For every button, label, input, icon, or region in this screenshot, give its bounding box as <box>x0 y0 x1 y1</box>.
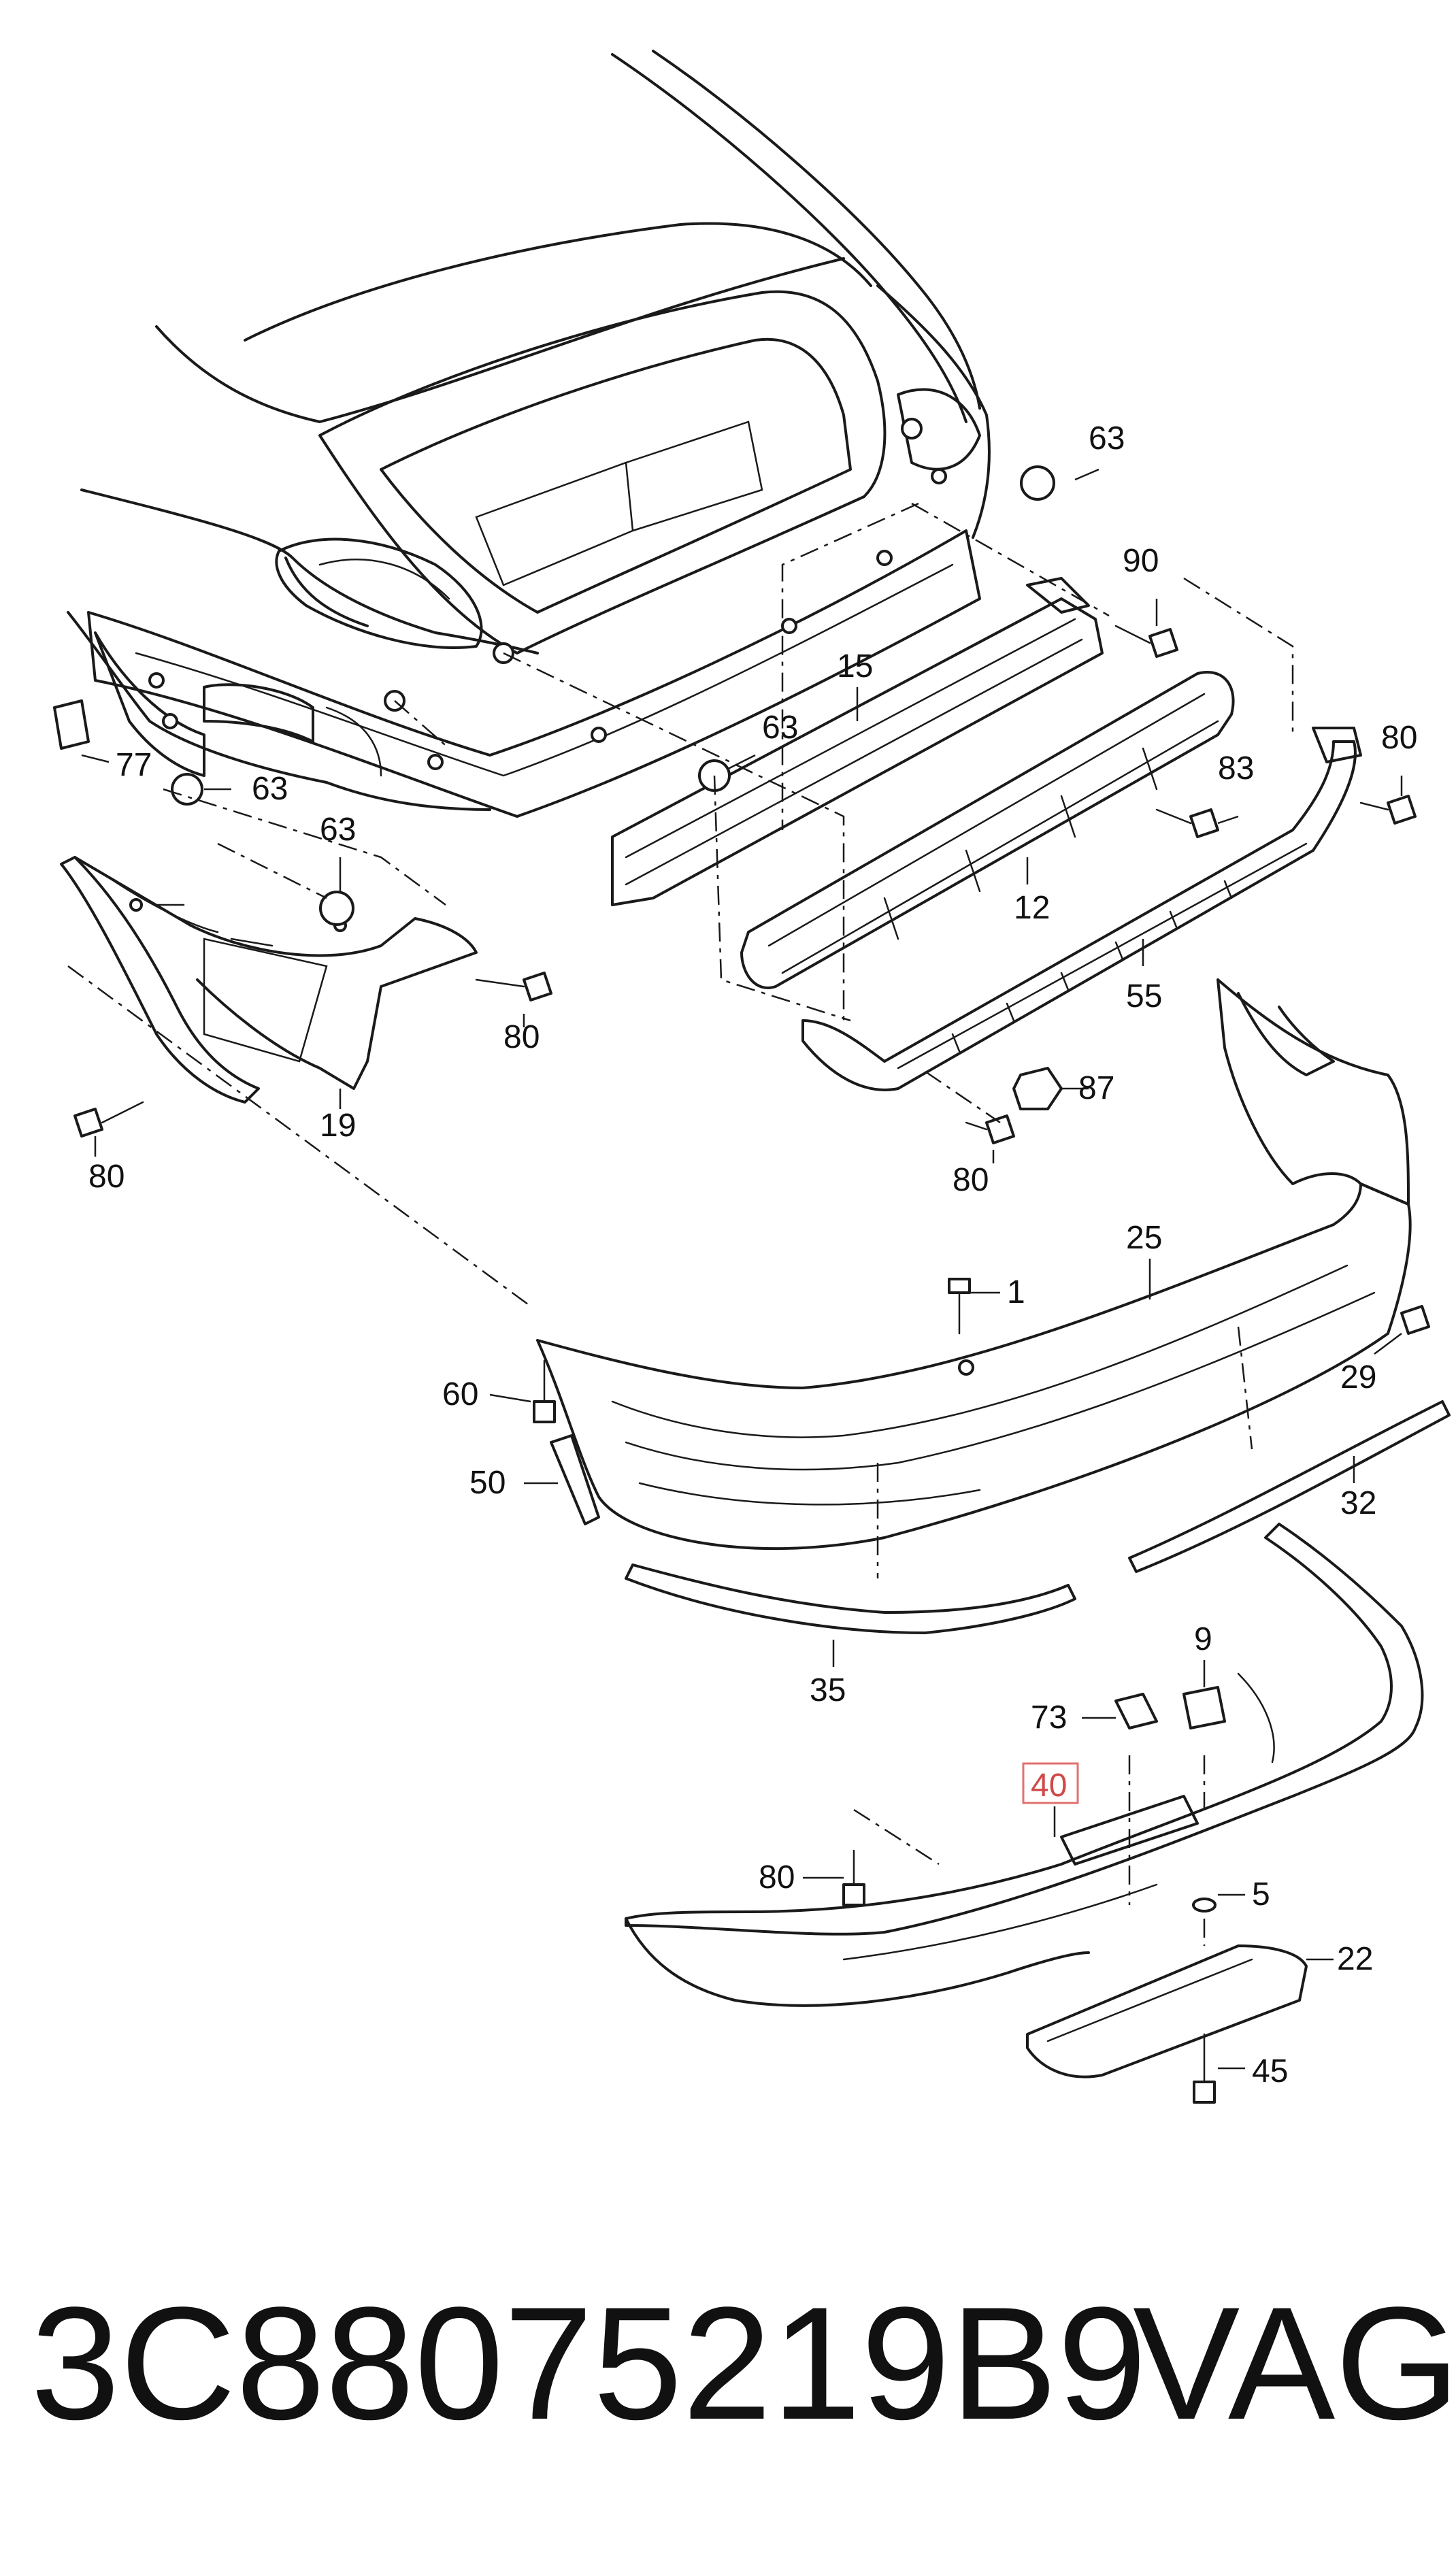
part-label-55: 55 <box>1126 978 1162 1014</box>
trim-strip-35 <box>625 1563 1076 1634</box>
part-label-5: 5 <box>1252 1876 1270 1912</box>
fasteners <box>53 465 1430 2104</box>
highlight-box <box>1022 1762 1079 1804</box>
part-label-80: 80 <box>953 1162 989 1198</box>
rear-diffuser-40 <box>625 1523 1424 2007</box>
part-label-9: 9 <box>1194 1621 1212 1657</box>
part-label-32: 32 <box>1340 1485 1376 1521</box>
part-label-35: 35 <box>810 1672 846 1708</box>
part-label-25: 25 <box>1126 1220 1162 1256</box>
part-label-80: 80 <box>503 1019 540 1055</box>
part-label-22: 22 <box>1337 1941 1373 1977</box>
trim-strip-32 <box>1128 1400 1451 1573</box>
brand-name: VAG <box>1133 2274 1456 2453</box>
leader-lines <box>81 468 1403 2070</box>
part-label-63: 63 <box>252 771 288 807</box>
part-label-63: 63 <box>1089 420 1125 457</box>
part-label-90: 90 <box>1123 543 1159 579</box>
under-panel-22 <box>1026 1944 1308 2079</box>
part-label-63: 63 <box>762 710 798 746</box>
part-label-12: 12 <box>1014 890 1050 926</box>
part-label-87: 87 <box>1078 1070 1114 1106</box>
part-label-83: 83 <box>1218 750 1254 786</box>
part-label-80: 80 <box>759 1859 795 1895</box>
part-label-50: 50 <box>469 1465 506 1501</box>
energy-absorber-12 <box>740 671 1235 989</box>
impact-bar-15 <box>611 577 1104 906</box>
part-labels: 63 90 15 63 80 83 77 63 63 12 55 80 87 1… <box>88 420 1417 2089</box>
part-label-45: 45 <box>1252 2053 1288 2089</box>
bumper-carrier-55 <box>801 727 1362 1091</box>
assembly-lines <box>67 502 1294 1946</box>
side-bracket-19 <box>60 856 478 1104</box>
part-label-80: 80 <box>1381 720 1417 756</box>
part-label-1: 1 <box>1007 1274 1025 1310</box>
part-label-80: 80 <box>88 1159 125 1195</box>
part-label-40: 40 <box>1031 1768 1067 1804</box>
car-body-rear <box>67 50 991 818</box>
part-label-60: 60 <box>442 1376 478 1412</box>
part-label-73: 73 <box>1031 1700 1067 1736</box>
footer: 3C88075219B9 VAG <box>31 2274 1456 2453</box>
part-number: 3C88075219B9 <box>31 2274 1146 2453</box>
part-label-15: 15 <box>837 648 873 684</box>
part-label-63: 63 <box>320 812 356 848</box>
bumper-cover-25 <box>536 978 1412 1551</box>
part-label-19: 19 <box>320 1108 356 1144</box>
part-label-77: 77 <box>116 747 152 783</box>
part-label-29: 29 <box>1340 1359 1376 1395</box>
